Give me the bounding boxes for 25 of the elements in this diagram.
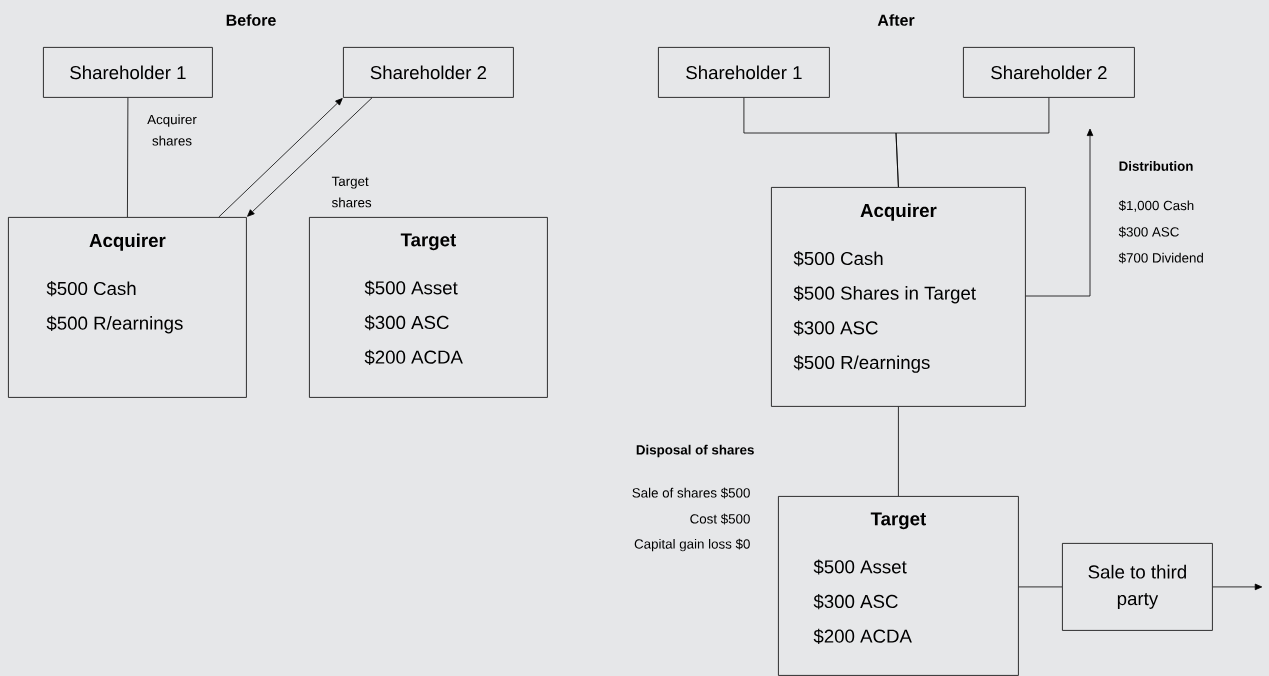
note-heading: Disposal of shares xyxy=(636,444,754,458)
heading: Before xyxy=(226,14,276,26)
arrow xyxy=(1212,583,1263,591)
arrow xyxy=(247,97,373,217)
box: Shareholder 2 xyxy=(963,47,1135,98)
box: Shareholder 1 xyxy=(658,47,830,98)
box: Sale to third party xyxy=(1062,543,1213,631)
note-text: Cost $500 xyxy=(690,513,750,525)
note-text: $1,000 Cash xyxy=(1118,200,1194,212)
account-box: Acquirer $500 Cash $500 Shares in Target $300 ASC $500 R/earnings xyxy=(771,187,1026,407)
edge-label: Acquirer shares xyxy=(147,114,197,146)
arrow xyxy=(1025,128,1094,297)
account-box: Acquirer $500 Cash $500 R/earnings xyxy=(8,217,247,398)
note-text: Sale of shares $500 xyxy=(632,487,750,499)
heading: After xyxy=(877,14,915,26)
box: Shareholder 1 xyxy=(43,47,213,98)
account-box: Target $500 Asset $300 ASC $200 ACDA xyxy=(309,217,548,398)
box: Shareholder 2 xyxy=(343,47,514,98)
edge-label: Target shares xyxy=(331,176,372,208)
note-text: $300 ASC xyxy=(1118,226,1179,238)
account-box: Target $500 Asset $300 ASC $200 ACDA xyxy=(778,496,1019,676)
note-heading: Distribution xyxy=(1119,161,1193,171)
note-text: Capital gain loss $0 xyxy=(634,538,750,552)
arrow xyxy=(218,98,343,218)
note-text: $700 Dividend xyxy=(1118,252,1203,264)
